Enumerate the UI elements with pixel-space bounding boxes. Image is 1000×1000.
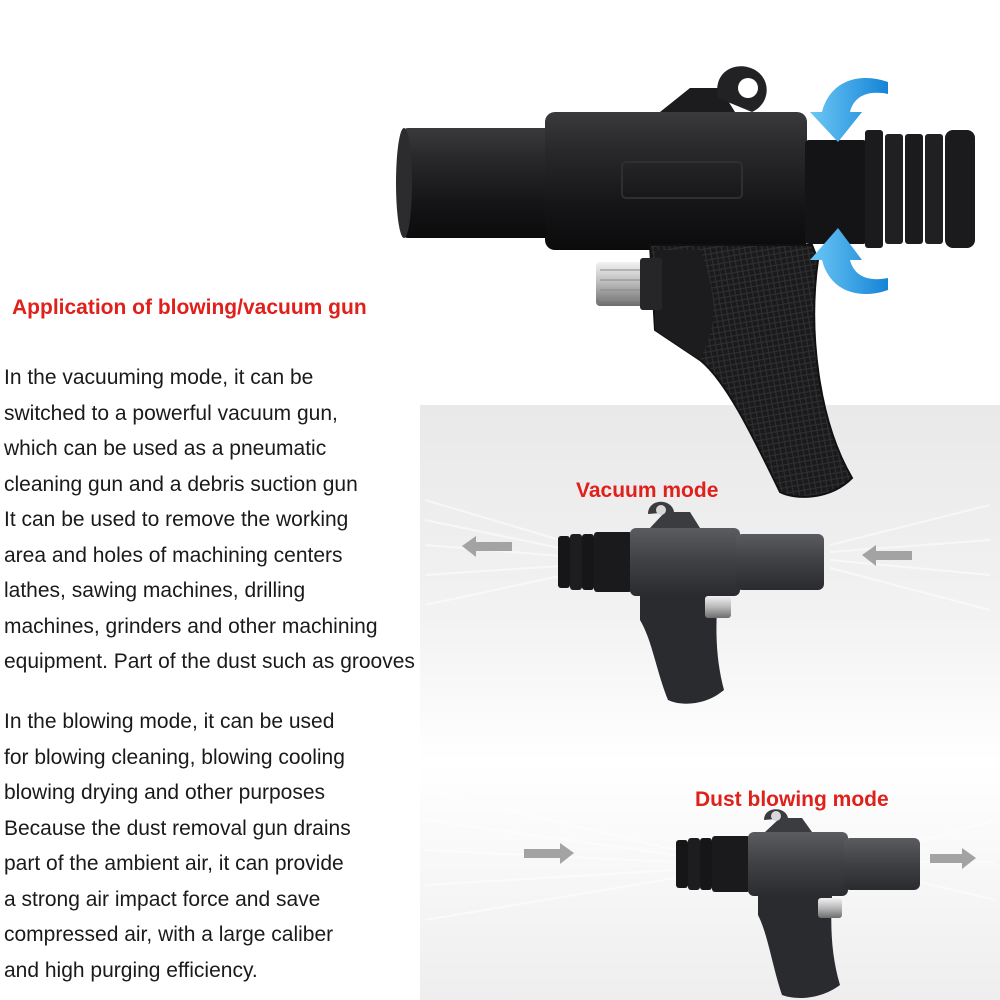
text-line: blowing drying and other purposes	[4, 781, 326, 804]
dust-blowing-mode-label: Dust blowing mode	[695, 788, 889, 811]
text-line: part of the ambient air, it can provide	[4, 852, 344, 875]
section-heading: Application of blowing/vacuum gun	[12, 296, 367, 319]
text-line: equipment. Part of the dust such as groo…	[4, 650, 415, 673]
vacuum-description: In the vacuuming mode, it can be switche…	[4, 360, 504, 680]
blowing-description: In the blowing mode, it can be used for …	[4, 704, 504, 988]
text-line: It can be used to remove the working	[4, 508, 349, 531]
text-line: lathes, sawing machines, drilling	[4, 579, 306, 602]
main-gun-image	[396, 66, 975, 498]
curved-airflow-arrow-icon	[810, 77, 888, 295]
text-line: for blowing cleaning, blowing cooling	[4, 745, 345, 769]
vacuum-mode-label: Vacuum mode	[576, 479, 719, 502]
text-line: area and holes of machining centers	[4, 543, 343, 567]
text-line: Because the dust removal gun drains	[4, 816, 351, 840]
text-line: cleaning gun and a debris suction gun	[4, 472, 358, 496]
text-line: which can be used as a pneumatic	[4, 437, 327, 460]
text-line: compressed air, with a large caliber	[4, 923, 334, 946]
demo-background	[420, 405, 1000, 1000]
text-line: switched to a powerful vacuum gun,	[4, 401, 338, 425]
text-line: machines, grinders and other machining	[4, 614, 378, 638]
vacuum-mode-gun-image	[424, 499, 991, 704]
airflow-direction-arrow-icon	[524, 843, 976, 869]
text-line: and high purging efficiency.	[4, 958, 258, 982]
text-line: In the vacuuming mode, it can be	[4, 366, 314, 389]
dust-blowing-mode-gun-image	[424, 789, 996, 998]
text-line: In the blowing mode, it can be used	[4, 710, 335, 733]
text-line: a strong air impact force and save	[4, 887, 321, 911]
airflow-direction-arrow-icon	[462, 536, 912, 566]
